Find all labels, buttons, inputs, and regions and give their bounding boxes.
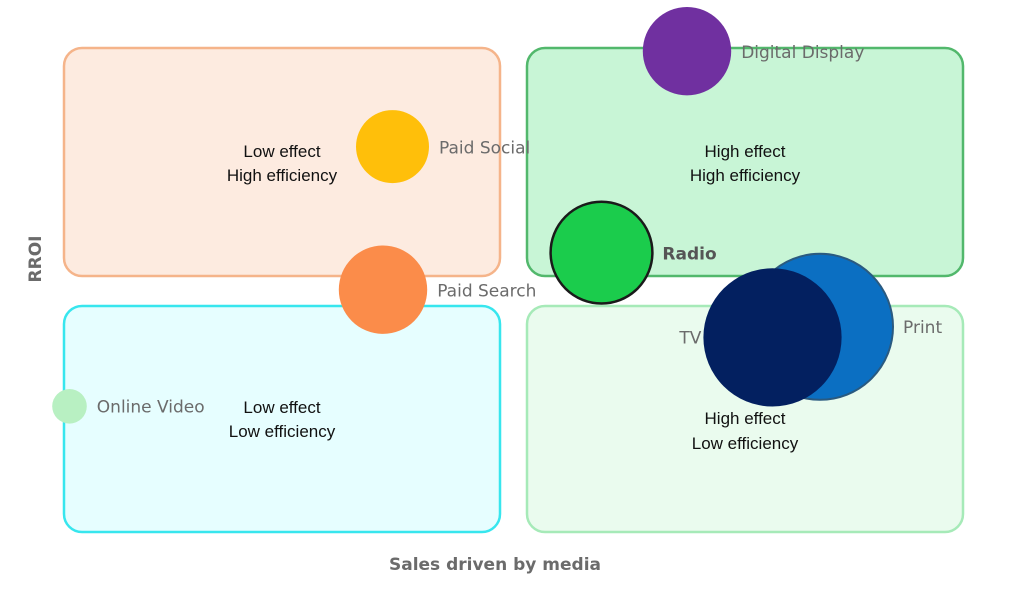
bubble-digital-display bbox=[642, 7, 732, 96]
bubble-label-radio: Radio bbox=[662, 245, 716, 265]
y-axis-title: RROI bbox=[26, 236, 46, 283]
quadrant-label-bottom-right-efficiency: Low efficiency bbox=[692, 434, 799, 453]
bubble-paid-search bbox=[338, 245, 428, 334]
bubble-label-paid-social: Paid Social bbox=[439, 139, 530, 159]
quadrant-bottom-left bbox=[62, 304, 502, 534]
quadrant-label-top-left-efficiency: High efficiency bbox=[227, 166, 338, 185]
bubble-label-tv: TV bbox=[678, 328, 701, 348]
quadrant-label-top-left-effect: Low effect bbox=[243, 142, 320, 161]
bubble-paid-social bbox=[356, 110, 429, 184]
bubble-online-video bbox=[52, 389, 87, 424]
bubble-label-print: Print bbox=[903, 318, 942, 338]
quadrant-label-top-right-effect: High effect bbox=[705, 142, 786, 161]
bubble-tv bbox=[703, 268, 842, 407]
bubble-label-online-video: Online Video bbox=[97, 397, 205, 417]
quadrant-label-bottom-left-effect: Low effect bbox=[243, 398, 320, 417]
x-axis-title: Sales driven by media bbox=[389, 555, 601, 575]
bubble-radio bbox=[549, 200, 654, 305]
bubble-label-digital-display: Digital Display bbox=[741, 43, 864, 63]
quadrant-top-left bbox=[62, 46, 502, 278]
quadrant-label-bottom-left-efficiency: Low efficiency bbox=[229, 422, 336, 441]
bubble-label-paid-search: Paid Search bbox=[437, 282, 536, 302]
quadrant-label-bottom-right-effect: High effect bbox=[705, 409, 786, 428]
quadrant-label-top-right-efficiency: High efficiency bbox=[690, 166, 801, 185]
